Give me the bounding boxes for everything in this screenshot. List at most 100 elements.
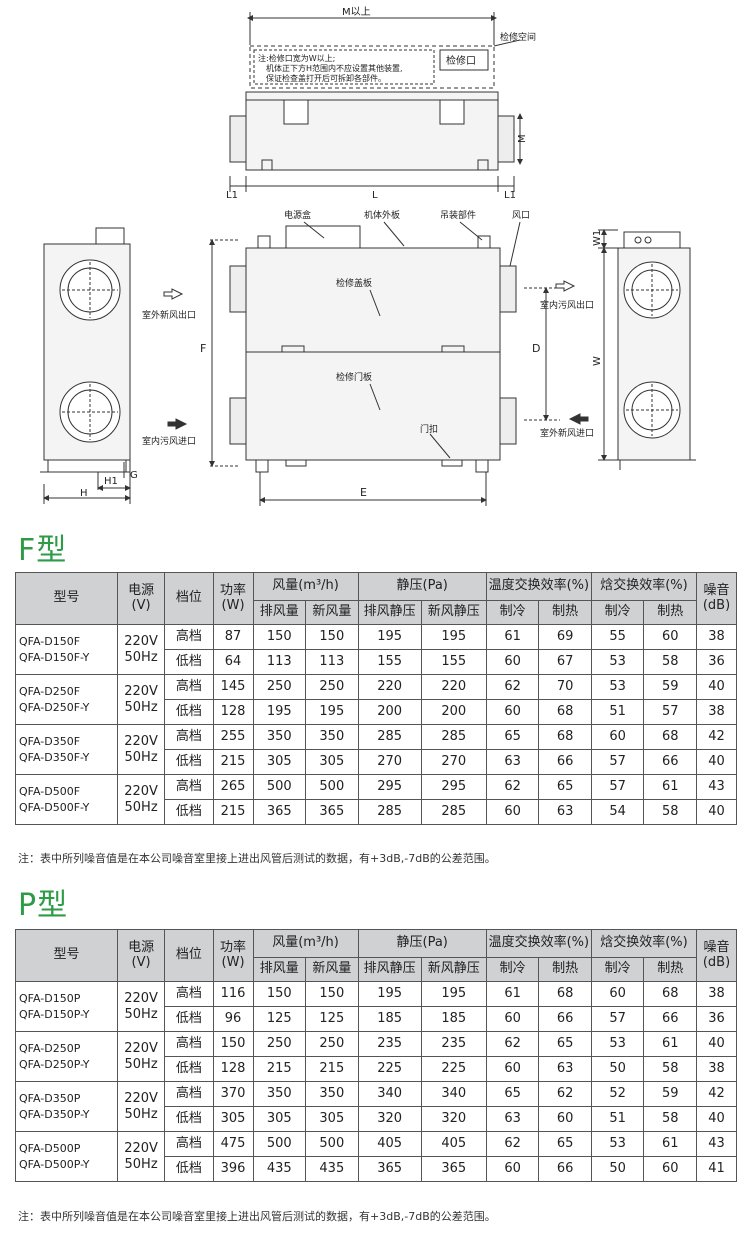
sp-exhaust-cell: 270 (357, 749, 422, 775)
model-name-variant: QFA-D250F-Y (19, 700, 90, 714)
sp-fresh-cell: 185 (420, 1006, 487, 1032)
frequency: 50Hz (124, 1156, 158, 1172)
power-cell: 64 (212, 649, 254, 675)
header-fresh-static: 新风静压 (420, 600, 487, 625)
label-body-panel: 机体外板 (364, 209, 400, 221)
noise-cell: 43 (696, 774, 737, 800)
e-cool-cell: 53 (590, 1131, 645, 1157)
t-cool-cell: 61 (485, 981, 540, 1007)
fresh-cell: 150 (305, 981, 359, 1007)
header-exhaust-static: 排风静压 (357, 600, 422, 625)
t-cool-cell: 63 (485, 1106, 540, 1132)
e-cool-cell: 51 (590, 699, 645, 725)
noise-cell: 36 (696, 1006, 737, 1032)
exhaust-cell: 150 (252, 624, 307, 650)
header-enthalpy-eff: 焓交换效率(%) (590, 572, 698, 601)
voltage: 220V (124, 1090, 158, 1106)
label-fresh-out: 室外新风出口 (142, 309, 196, 321)
e-cool-cell: 50 (590, 1056, 645, 1082)
t-heat-cell: 63 (538, 799, 592, 825)
header-power: 功率(W) (212, 929, 254, 982)
header-cooling-2: 制冷 (590, 957, 645, 982)
exhaust-cell: 305 (252, 1106, 307, 1132)
label-power-box: 电源盒 (284, 209, 311, 221)
voltage: 220V (124, 783, 158, 799)
speed-cell: 低档 (164, 649, 214, 675)
model-name-variant: QFA-D250P-Y (19, 1057, 90, 1071)
sp-fresh-cell: 220 (420, 674, 487, 700)
model-name: QFA-D350F (19, 735, 81, 749)
sp-exhaust-cell: 235 (357, 1031, 422, 1057)
fresh-cell: 350 (305, 724, 359, 750)
exhaust-cell: 125 (252, 1006, 307, 1032)
t-cool-cell: 60 (485, 1006, 540, 1032)
f-spec-table: 型号 电源(V) 档位 功率(W) 风量(m³/h) 静压(Pa) 温度交换效率… (15, 572, 737, 825)
label-door-latch: 门扣 (420, 423, 438, 435)
t-heat-cell: 68 (538, 699, 592, 725)
e-heat-cell: 66 (643, 749, 697, 775)
sp-exhaust-cell: 295 (357, 774, 422, 800)
t-heat-cell: 62 (538, 1081, 592, 1107)
sp-fresh-cell: 340 (420, 1081, 487, 1107)
power-cell: 215 (212, 799, 254, 825)
noise-cell: 38 (696, 699, 737, 725)
fresh-cell: 365 (305, 799, 359, 825)
exhaust-cell: 365 (252, 799, 307, 825)
e-heat-cell: 66 (643, 1006, 697, 1032)
header-exhaust-static: 排风静压 (357, 957, 422, 982)
model-name-variant: QFA-D350P-Y (19, 1107, 90, 1121)
e-heat-cell: 61 (643, 774, 697, 800)
sp-fresh-cell: 285 (420, 799, 487, 825)
speed-cell: 低档 (164, 1006, 214, 1032)
dim-g: G (130, 470, 138, 481)
fresh-cell: 435 (305, 1156, 359, 1182)
right-side-view (555, 229, 696, 470)
speed-cell: 高档 (164, 624, 214, 650)
power-cell: 96 (212, 1006, 254, 1032)
sp-fresh-cell: 365 (420, 1156, 487, 1182)
t-heat-cell: 65 (538, 1031, 592, 1057)
fresh-cell: 500 (305, 1131, 359, 1157)
header-fresh-air: 新风量 (305, 600, 359, 625)
model-name-variant: QFA-D500P-Y (19, 1157, 90, 1171)
service-port-label: 检修口 (446, 54, 476, 67)
dimension-drawing: M以上 检修空间 注:检修口宽为W以上; 机体正下方H范围内不应设置其他装置, … (40, 6, 696, 506)
e-cool-cell: 53 (590, 649, 645, 675)
e-heat-cell: 61 (643, 1131, 697, 1157)
sp-exhaust-cell: 185 (357, 1006, 422, 1032)
model-name-variant: QFA-D150F-Y (19, 650, 90, 664)
header-airflow: 风量(m³/h) (252, 572, 359, 601)
speed-cell: 高档 (164, 724, 214, 750)
e-cool-cell: 53 (590, 674, 645, 700)
fresh-cell: 350 (305, 1081, 359, 1107)
voltage: 220V (124, 990, 158, 1006)
speed-cell: 低档 (164, 749, 214, 775)
header-noise: 噪音(dB) (696, 572, 737, 625)
noise-cell: 38 (696, 981, 737, 1007)
header-exhaust-air: 排风量 (252, 600, 307, 625)
e-cool-cell: 57 (590, 774, 645, 800)
e-heat-cell: 58 (643, 1106, 697, 1132)
noise-cell: 43 (696, 1131, 737, 1157)
dim-m-top: M以上 (342, 6, 371, 18)
exhaust-cell: 350 (252, 724, 307, 750)
noise-cell: 40 (696, 799, 737, 825)
e-heat-cell: 68 (643, 981, 697, 1007)
t-cool-cell: 60 (485, 1056, 540, 1082)
voltage: 220V (124, 733, 158, 749)
f-footnote: 注：表中所列噪音值是在本公司噪音室里接上进出风管后测试的数据，有+3dB,-7d… (18, 852, 496, 865)
speed-cell: 高档 (164, 1081, 214, 1107)
t-cool-cell: 62 (485, 774, 540, 800)
sp-fresh-cell: 200 (420, 699, 487, 725)
t-cool-cell: 60 (485, 699, 540, 725)
e-heat-cell: 61 (643, 1031, 697, 1057)
top-view (229, 12, 523, 192)
exhaust-cell: 113 (252, 649, 307, 675)
e-heat-cell: 58 (643, 649, 697, 675)
